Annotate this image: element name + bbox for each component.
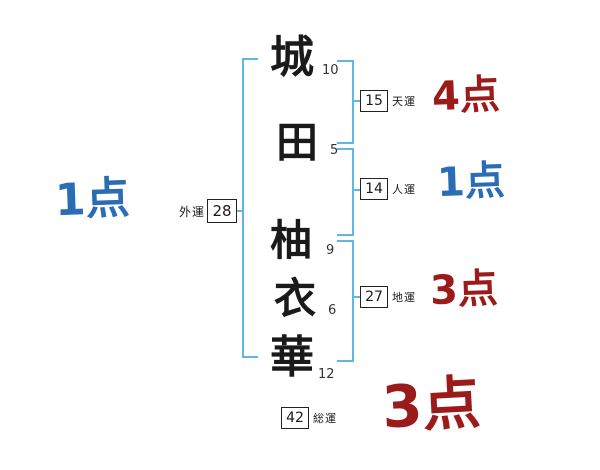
bracket-line [337,234,352,236]
jinun-label: 人運 [392,183,416,196]
name-char: 柚 [270,216,313,265]
stroke-count: 12 [318,367,335,382]
bracket-line [337,148,352,150]
bracket-line [242,58,258,60]
bracket-line [352,148,354,236]
chiun-label: 地運 [392,291,416,304]
stroke-count: 5 [330,143,339,158]
bracket-line [337,142,352,144]
bracket-line [337,360,352,362]
bracket-line [354,100,360,102]
souun-score: 3点 [380,368,483,442]
jinun-score: 1点 [436,157,506,207]
bracket-line [354,189,360,191]
bracket-line [233,210,242,212]
tenun-label: 天運 [392,95,416,108]
tenun-score: 4点 [431,71,501,121]
name-char: 城 [270,32,314,83]
souun-value-box: 42 [281,407,309,429]
name-char: 衣 [274,274,317,323]
name-char: 田 [276,118,319,167]
souun-label: 総運 [313,412,337,425]
bracket-line [337,240,352,242]
bracket-line [337,60,352,62]
bracket-line [242,58,244,358]
gaiun-value-box: 28 [207,199,237,223]
bracket-line [352,240,354,362]
bracket-line [352,60,354,144]
gaiun-score: 1点 [54,172,131,227]
stroke-count: 10 [322,63,339,78]
gaiun-label: 外運 [179,205,206,219]
name-char: 華 [270,332,314,383]
chiun-value-box: 27 [360,286,388,308]
bracket-line [354,296,360,298]
jinun-value-box: 14 [360,178,388,200]
tenun-value-box: 15 [360,90,388,112]
stroke-count: 6 [328,303,337,318]
chiun-score: 3点 [429,265,499,315]
stroke-count: 9 [326,243,335,258]
bracket-line [242,356,258,358]
